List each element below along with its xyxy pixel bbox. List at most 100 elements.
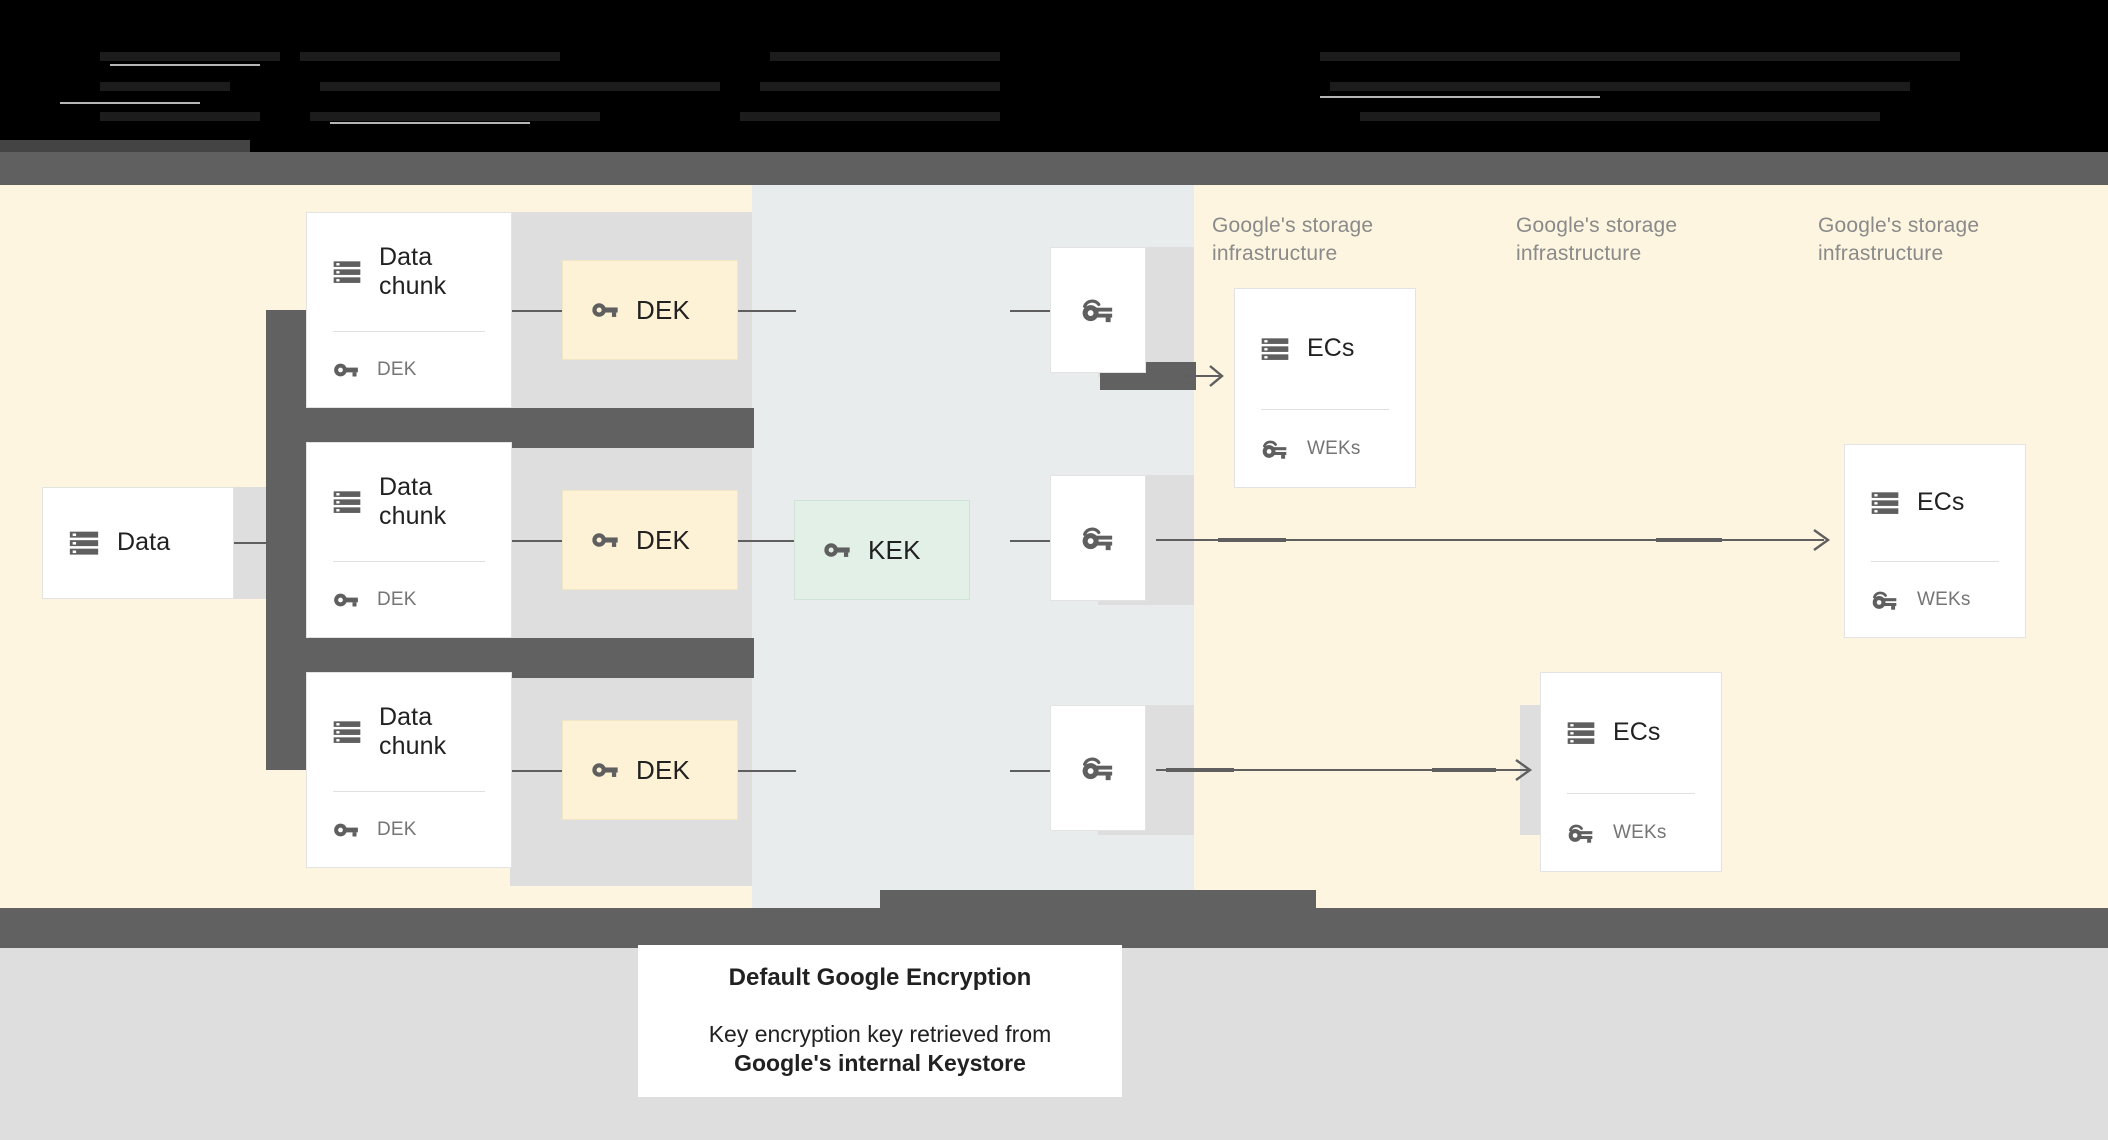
pill-dek-label: DEK (636, 754, 691, 785)
split-bracket-divider-2 (266, 638, 754, 678)
card-ecs-key-label: WEKs (1307, 438, 1361, 459)
redacted-text-line (760, 82, 1000, 91)
card-ecs-key-label: WEKs (1613, 822, 1667, 843)
redacted-underline (330, 122, 530, 124)
storage-icon (331, 256, 363, 288)
card-ecs[interactable]: ECs WEKs (1234, 288, 1416, 488)
connector-kek-wrapped-2 (1010, 540, 1074, 542)
flow-arrow-3 (1156, 759, 1533, 781)
caption-title: Default Google Encryption (728, 963, 1032, 991)
wrapped-key-icon (1259, 433, 1291, 465)
card-data-chunk[interactable]: Data chunk DEK (306, 442, 512, 638)
key-icon (589, 754, 621, 786)
storage-icon (331, 486, 363, 518)
redacted-text-line (310, 112, 600, 121)
storage-icon (1259, 333, 1291, 365)
card-chunk-label: Data chunk (379, 242, 447, 301)
storage-icon (331, 716, 363, 748)
wrapped-key-box[interactable] (1050, 705, 1146, 831)
infra-label-3: Google's storage infrastructure (1818, 214, 1980, 265)
card-ecs[interactable]: ECs WEKs (1540, 672, 1722, 872)
redacted-underline (1320, 96, 1600, 98)
key-icon (821, 534, 853, 566)
pill-dek-label: DEK (636, 524, 691, 555)
card-divider (1567, 793, 1695, 794)
card-data-label: Data (117, 528, 171, 557)
redacted-text-line (320, 82, 720, 91)
pill-kek[interactable]: KEK (794, 500, 970, 600)
card-ecs[interactable]: ECs WEKs (1844, 444, 2026, 638)
key-icon (331, 585, 361, 615)
flow-arrow-1 (1186, 365, 1224, 387)
card-chunk-key-label: DEK (377, 589, 417, 610)
redacted-text-line (740, 112, 1000, 121)
card-chunk-key-label: DEK (377, 819, 417, 840)
wrapped-key-icon (1565, 817, 1597, 849)
card-ecs-label: ECs (1613, 718, 1661, 747)
card-divider (333, 791, 485, 792)
card-divider (333, 561, 485, 562)
redacted-underline (60, 102, 200, 104)
key-icon (589, 294, 621, 326)
card-chunk-label: Data chunk (379, 702, 447, 761)
wrapped-key-box[interactable] (1050, 475, 1146, 601)
key-icon (589, 524, 621, 556)
card-data[interactable]: Data (42, 487, 234, 599)
connector-kek-wrapped-3 (1010, 770, 1074, 772)
wrapped-key-icon (1078, 290, 1118, 330)
bottom-gray-band (0, 908, 2108, 948)
redacted-text-line (100, 52, 280, 61)
pill-kek-label: KEK (868, 534, 921, 565)
storage-icon (67, 526, 101, 560)
pill-dek[interactable]: DEK (562, 260, 738, 360)
caption-connector-bar (880, 890, 1316, 908)
connector-dek-out-3 (738, 770, 796, 772)
redacted-text-line (100, 112, 260, 121)
caption-line-1: Key encryption key retrieved from (708, 1020, 1052, 1047)
card-ecs-label: ECs (1307, 334, 1355, 363)
wrapped-key-icon (1869, 584, 1901, 616)
key-icon (331, 355, 361, 385)
connector-kek-wrapped-1 (1010, 310, 1074, 312)
redacted-text-line (100, 82, 230, 91)
card-ecs-label: ECs (1917, 488, 1965, 517)
card-data-chunk[interactable]: Data chunk DEK (306, 672, 512, 868)
card-chunk-label: Data chunk (379, 472, 447, 531)
infra-label-2: Google's storage infrastructure (1516, 214, 1678, 265)
pill-dek[interactable]: DEK (562, 490, 738, 590)
card-divider (1871, 561, 1999, 562)
pill-dek[interactable]: DEK (562, 720, 738, 820)
split-bracket-vertical (266, 310, 306, 770)
connector-chunk-dek-1 (512, 310, 562, 312)
connector-dek-out-1 (738, 310, 796, 312)
wrapped-key-box[interactable] (1050, 247, 1146, 373)
card-divider (1261, 409, 1389, 410)
redacted-text-line (770, 52, 1000, 61)
connector-chunk-dek-2 (512, 540, 562, 542)
infra-label-1: Google's storage infrastructure (1212, 214, 1374, 265)
card-data-chunk[interactable]: Data chunk DEK (306, 212, 512, 408)
storage-icon (1565, 717, 1597, 749)
flow-arrow-2 (1156, 529, 1831, 551)
pill-dek-label: DEK (636, 294, 691, 325)
wrapped-key-icon (1078, 518, 1118, 558)
redacted-text-line (300, 52, 560, 61)
wrapped-key-icon (1078, 748, 1118, 788)
top-gray-band (0, 152, 2108, 185)
card-divider (333, 331, 485, 332)
connector-data-to-bracket (234, 542, 268, 544)
storage-icon (1869, 487, 1901, 519)
redacted-text-line (1320, 52, 1960, 61)
connector-dek-out-2 (738, 540, 796, 542)
redacted-underline (110, 64, 260, 66)
redacted-text-line (1330, 82, 1910, 91)
redacted-block (0, 140, 250, 152)
card-chunk-key-label: DEK (377, 359, 417, 380)
split-bracket-divider-1 (266, 408, 754, 448)
connector-chunk-dek-3 (512, 770, 562, 772)
caption-panel: Default Google Encryption Key encryption… (638, 945, 1122, 1097)
header-banner-redacted (0, 0, 2108, 152)
caption-line-2: Google's internal Keystore (734, 1050, 1026, 1076)
key-icon (331, 815, 361, 845)
